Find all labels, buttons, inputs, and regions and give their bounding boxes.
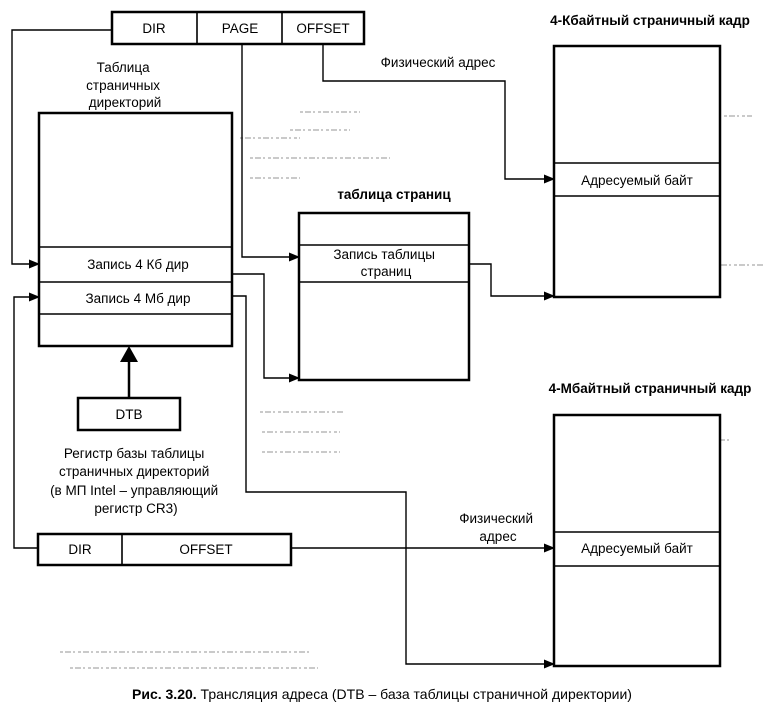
connections <box>11 29 556 669</box>
linear-address-register: DIR PAGE OFFSET <box>110 10 366 46</box>
page-table-title: таблица страниц <box>337 187 451 202</box>
page-directory-table: Таблица страничных директорий Запись 4 К… <box>37 60 234 348</box>
directory-entry-4mb: Запись 4 Мб дир <box>86 291 191 306</box>
linear-address-page-field: PAGE <box>222 21 259 36</box>
address-4mb-dir-field: DIR <box>68 542 92 557</box>
linear-address-dir-field: DIR <box>142 21 166 36</box>
figure-caption: Рис. 3.20. Трансляция адреса (DTB – база… <box>132 686 632 702</box>
frame-4mb-addressed-byte: Адресуемый байт <box>581 541 693 556</box>
offset-to-4kb-byte-arrow <box>322 44 556 184</box>
frame-4mb: 4-Мбайтный страничный кадр Адресуемый ба… <box>459 381 752 668</box>
dtb-caption: Регистр базы таблицы страничных директор… <box>50 446 222 516</box>
frame-4kb: 4-Кбайтный страничный кадр Адресуемый ба… <box>381 13 750 299</box>
page-table-entry-to-frame-arrow <box>469 263 556 301</box>
dtb-label: DTB <box>116 407 143 422</box>
address-4mb-offset-field: OFFSET <box>179 542 232 557</box>
linear-address-4mb: DIR OFFSET <box>36 532 293 567</box>
directory-entry-4kb: Запись 4 Кб дир <box>87 257 189 272</box>
page-table-entry: Запись таблицы страниц <box>333 247 438 279</box>
dir-to-4kb-entry-arrow <box>11 29 112 269</box>
frame-4mb-title: 4-Мбайтный страничный кадр <box>549 381 752 396</box>
dir-4mb-entry-to-frame-arrow <box>232 295 556 669</box>
page-directory-title: Таблица страничных директорий <box>86 60 164 110</box>
page-table: таблица страниц Запись таблицы страниц <box>297 187 471 382</box>
frame-4mb-physical-address-label: Физический адрес <box>459 511 537 544</box>
dir-entry-to-page-table-arrow <box>232 273 301 383</box>
dir-4mb-to-entry-arrow <box>13 292 41 549</box>
frame-4kb-title: 4-Кбайтный страничный кадр <box>550 13 750 28</box>
page-to-page-table-entry-arrow <box>241 44 301 262</box>
linear-address-offset-field: OFFSET <box>296 21 349 36</box>
dtb-register: DTB Регистр базы таблицы страничных дире… <box>50 346 222 516</box>
frame-4kb-addressed-byte: Адресуемый байт <box>581 173 693 188</box>
frame-4kb-physical-address-label: Физический адрес <box>381 55 496 70</box>
